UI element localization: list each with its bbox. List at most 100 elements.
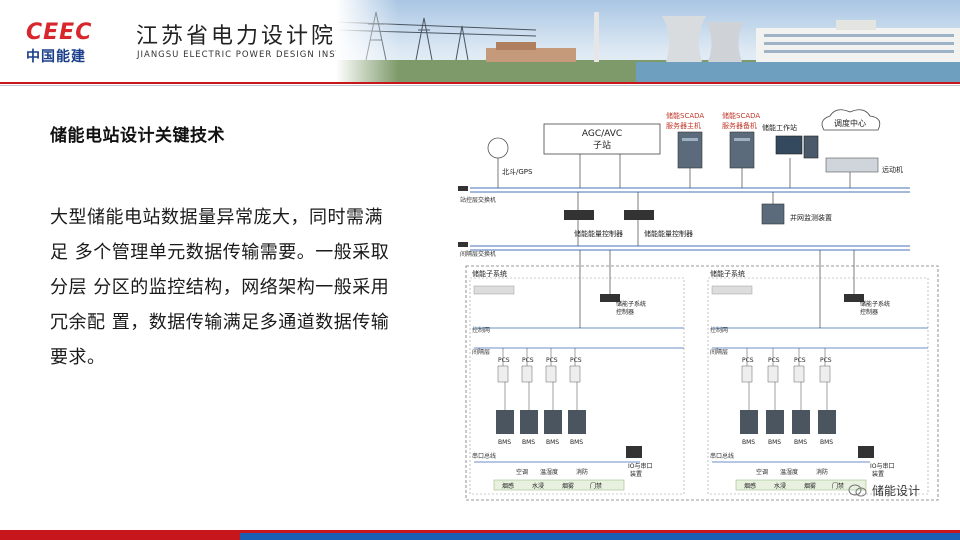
io-device-icon bbox=[858, 446, 874, 458]
beidou-label: 北斗/GPS bbox=[502, 168, 533, 176]
fire-label: 消防 bbox=[576, 468, 588, 476]
pcs-label: PCS bbox=[546, 357, 558, 364]
controller-icon bbox=[564, 210, 594, 220]
controller-icon bbox=[600, 294, 620, 302]
computer-icon bbox=[803, 135, 819, 159]
bms-label: BMS bbox=[546, 439, 559, 446]
grid-monitor-label: 并网监测装置 bbox=[790, 213, 832, 222]
cloud-icon bbox=[821, 109, 881, 131]
serial-bus-label: 串口总线 bbox=[472, 452, 496, 460]
agc-label-2: 子站 bbox=[593, 139, 611, 151]
hvac-label: 空调 bbox=[516, 468, 528, 476]
bms-label: BMS bbox=[522, 439, 535, 446]
bms-label: BMS bbox=[742, 439, 755, 446]
logo-cn-text: 中国能建 bbox=[26, 49, 86, 65]
slide-title: 储能电站设计关键技术 bbox=[50, 126, 225, 146]
pcs-icon bbox=[741, 365, 753, 383]
bay-layer-label: 间隔层 bbox=[710, 348, 728, 356]
bms-icon bbox=[766, 410, 784, 434]
wechat-watermark: 储能设计 bbox=[848, 482, 920, 499]
switch-icon bbox=[458, 242, 468, 247]
switch-icon bbox=[458, 186, 468, 191]
subsystem-label: 储能子系统 bbox=[710, 269, 745, 278]
monitor-icon bbox=[775, 135, 803, 155]
pcs-label: PCS bbox=[794, 357, 806, 364]
gas-label: 烟雾 bbox=[562, 482, 574, 490]
controller-icon bbox=[624, 210, 654, 220]
satellite-dish-icon bbox=[487, 137, 509, 159]
org-name-cn: 江苏省电力设计院 bbox=[136, 24, 337, 49]
grid-monitor-icon bbox=[761, 203, 785, 225]
io-device-icon bbox=[626, 446, 642, 458]
door-label: 门禁 bbox=[590, 482, 602, 490]
gas-label: 烟雾 bbox=[804, 482, 816, 490]
ctrl-net-label: 控制网 bbox=[472, 326, 490, 334]
ceec-logo: CEEC 中国能建 bbox=[22, 16, 122, 66]
bms-label: BMS bbox=[768, 439, 781, 446]
scada-main-label-2: 服务器主机 bbox=[666, 121, 701, 130]
io-label-2: 装置 bbox=[630, 470, 642, 478]
fire-label: 消防 bbox=[816, 468, 828, 476]
temp-humidity-label: 温湿度 bbox=[780, 468, 798, 476]
body-line: 大型储能电站数据量异常庞大，同时需满 bbox=[50, 207, 383, 228]
pcs-icon bbox=[793, 365, 805, 383]
subsystem-frame bbox=[465, 265, 939, 501]
scada-backup-label-1: 储能SCADA bbox=[722, 111, 760, 120]
pcs-icon bbox=[767, 365, 779, 383]
sub-controller-label-1: 储能子系统 bbox=[616, 300, 646, 308]
footer-stripe-blue bbox=[240, 533, 960, 540]
bms-icon bbox=[520, 410, 538, 434]
sub-controller-label-2: 控制器 bbox=[616, 308, 634, 316]
org-name-en: JIANGSU ELECTRIC POWER DESIGN INSTITUTE bbox=[137, 50, 372, 60]
pcs-icon bbox=[497, 365, 509, 383]
temp-humidity-label: 温湿度 bbox=[540, 468, 558, 476]
subsystem-right: 储能子系统 储能子系统 控制器 控制网 间隔层 PCS PCS PCS PCS bbox=[707, 269, 929, 495]
header-divider-grey bbox=[0, 85, 960, 86]
controller-b-label: 储能能量控制器 bbox=[644, 229, 693, 238]
io-label-2: 装置 bbox=[872, 470, 884, 478]
door-label: 门禁 bbox=[832, 482, 844, 490]
controller-icon bbox=[844, 294, 864, 302]
pcs-label: PCS bbox=[498, 357, 510, 364]
scada-backup-label-2: 服务器备机 bbox=[722, 121, 757, 130]
bms-label: BMS bbox=[820, 439, 833, 446]
subsystem-left: 储能子系统 储能子系统 控制器 控制网 间隔层 PCS PCS PCS PCS bbox=[469, 269, 685, 495]
ctrl-switch-label: 间隔层交换机 bbox=[460, 250, 496, 258]
bms-icon bbox=[740, 410, 758, 434]
serial-bus-label: 串口总线 bbox=[710, 452, 734, 460]
agc-avc-box bbox=[543, 123, 661, 155]
water-label: 水浸 bbox=[532, 482, 544, 490]
pcs-label: PCS bbox=[742, 357, 754, 364]
bms-label: BMS bbox=[570, 439, 583, 446]
pcs-label: PCS bbox=[768, 357, 780, 364]
server-icon bbox=[729, 131, 755, 169]
pcs-icon bbox=[545, 365, 557, 383]
subsystem-label: 储能子系统 bbox=[472, 269, 507, 278]
bms-icon bbox=[568, 410, 586, 434]
agc-label-1: AGC/AVC bbox=[582, 129, 622, 139]
bms-icon bbox=[818, 410, 836, 434]
server-icon bbox=[677, 131, 703, 169]
body-line: 足 多个管理单元数据传输需要。一般采取 bbox=[50, 242, 390, 263]
body-line: 分层 分区的监控结构，网络架构一般采用 bbox=[50, 277, 390, 298]
bms-icon bbox=[496, 410, 514, 434]
footer-stripe-red bbox=[0, 530, 960, 533]
water-label: 水浸 bbox=[774, 482, 786, 490]
body-line: 冗余配 置，数据传输满足多通道数据传输 bbox=[50, 312, 390, 333]
scada-main-label-1: 储能SCADA bbox=[666, 111, 704, 120]
monitoring-architecture-diagram: AGC/AVC 子站 储能SCADA 服务器主机 储能SCADA 服务器备机 储… bbox=[440, 96, 940, 504]
workstation-label: 储能工作站 bbox=[762, 123, 797, 132]
bms-label: BMS bbox=[794, 439, 807, 446]
dispatch-label: 调度中心 bbox=[834, 118, 866, 128]
slide-body-text: 大型储能电站数据量异常庞大，同时需满 足 多个管理单元数据传输需要。一般采取 分… bbox=[50, 200, 425, 375]
body-line: 要求。 bbox=[50, 347, 106, 368]
hvac-label: 空调 bbox=[756, 468, 768, 476]
bms-label: BMS bbox=[498, 439, 511, 446]
pcs-icon bbox=[521, 365, 533, 383]
sub-controller-label-1: 储能子系统 bbox=[860, 300, 890, 308]
sub-controller-label-2: 控制器 bbox=[860, 308, 878, 316]
header-divider-red bbox=[0, 82, 960, 84]
bay-layer-label: 间隔层 bbox=[472, 348, 490, 356]
remote-label: 远动机 bbox=[882, 165, 903, 174]
footer-stripe-red-block bbox=[0, 533, 240, 540]
